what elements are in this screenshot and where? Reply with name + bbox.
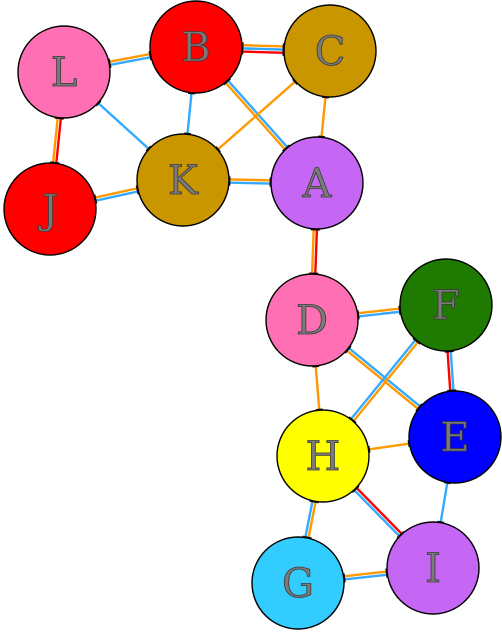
edge-b-k <box>183 87 196 140</box>
edge-strand <box>438 478 450 527</box>
node-k-label: K <box>168 158 199 204</box>
node-l[interactable]: L <box>17 25 111 119</box>
node-c-circle <box>283 4 377 98</box>
node-e[interactable]: E <box>408 390 502 484</box>
node-b-label: B <box>181 25 210 71</box>
node-g-label: G <box>282 561 314 607</box>
edge-strand <box>91 189 143 203</box>
node-j-label: J <box>38 187 58 233</box>
edge-strand <box>237 47 289 51</box>
edge-strand <box>303 496 315 542</box>
edge-strand <box>51 113 60 168</box>
edge-strand <box>185 88 194 139</box>
node-c-label: C <box>315 29 346 75</box>
node-f-circle <box>399 258 493 352</box>
edge-strand <box>353 306 405 315</box>
edge-strand <box>319 92 328 142</box>
edge-strand <box>104 52 155 64</box>
edge-strand <box>314 361 321 415</box>
node-d[interactable]: D <box>265 273 359 367</box>
edge-h-e <box>362 439 416 454</box>
edge-strand <box>353 310 405 319</box>
node-k-circle <box>136 133 230 227</box>
edge-strand <box>446 346 452 396</box>
node-h[interactable]: H <box>276 409 370 503</box>
edge-c-a <box>317 91 330 143</box>
node-j[interactable]: J <box>3 162 97 256</box>
node-a-label: A <box>302 161 333 207</box>
edge-c-k <box>211 75 302 156</box>
edge-k-a <box>223 176 277 187</box>
node-g[interactable]: G <box>251 536 345 630</box>
node-d-label: D <box>296 298 328 344</box>
edge-g-i <box>337 567 394 584</box>
edge-strand <box>306 497 318 543</box>
edge-strand <box>347 335 420 424</box>
edge-strand <box>90 186 142 200</box>
edges-layer <box>49 42 457 584</box>
edge-j-k <box>88 184 145 205</box>
edge-strand <box>350 486 404 540</box>
edge-e-i <box>436 476 452 529</box>
edge-strand <box>94 99 153 153</box>
node-h-circle <box>276 409 370 503</box>
edge-h-g <box>301 494 320 545</box>
node-i-label: I <box>425 546 441 592</box>
edge-strand <box>224 178 276 182</box>
node-i-circle <box>386 521 480 615</box>
edge-d-h <box>311 360 324 416</box>
edge-strand <box>238 43 289 48</box>
edge-strand <box>364 441 414 452</box>
node-j-circle <box>3 162 97 256</box>
edge-f-e <box>444 345 457 397</box>
node-l-label: L <box>51 50 78 96</box>
edge-h-i <box>348 481 408 543</box>
node-a-circle <box>270 136 364 230</box>
node-b[interactable]: B <box>149 0 243 94</box>
node-c[interactable]: C <box>283 4 377 98</box>
edge-l-b <box>103 50 157 69</box>
edge-strand <box>339 573 392 582</box>
edge-strand <box>105 55 156 67</box>
edge-strand <box>313 224 319 279</box>
edge-strand <box>54 113 63 168</box>
edge-strand <box>449 346 455 396</box>
edge-strand <box>224 181 276 185</box>
edge-strand <box>349 337 422 426</box>
node-l-circle <box>17 25 111 119</box>
node-a[interactable]: A <box>270 136 364 230</box>
edge-b-c <box>236 42 290 56</box>
node-b-circle <box>149 0 243 94</box>
node-e-label: E <box>440 415 469 461</box>
node-i[interactable]: I <box>386 521 480 615</box>
node-d-circle <box>265 273 359 367</box>
node-f[interactable]: F <box>399 258 493 352</box>
edge-strand <box>339 569 392 578</box>
edge-strand <box>213 77 300 154</box>
edge-a-d <box>308 223 321 280</box>
node-k[interactable]: K <box>136 133 230 227</box>
node-g-circle <box>251 536 345 630</box>
edge-l-k <box>91 96 156 156</box>
edge-d-f <box>351 304 407 321</box>
nodes-layer: A B C D E F G <box>3 0 502 630</box>
node-e-circle <box>408 390 502 484</box>
edge-strand <box>310 224 316 279</box>
node-f-label: F <box>432 283 460 329</box>
edge-strand <box>237 50 288 55</box>
node-h-label: H <box>306 434 341 480</box>
edge-strand <box>352 484 406 538</box>
edge-l-j <box>49 111 65 170</box>
